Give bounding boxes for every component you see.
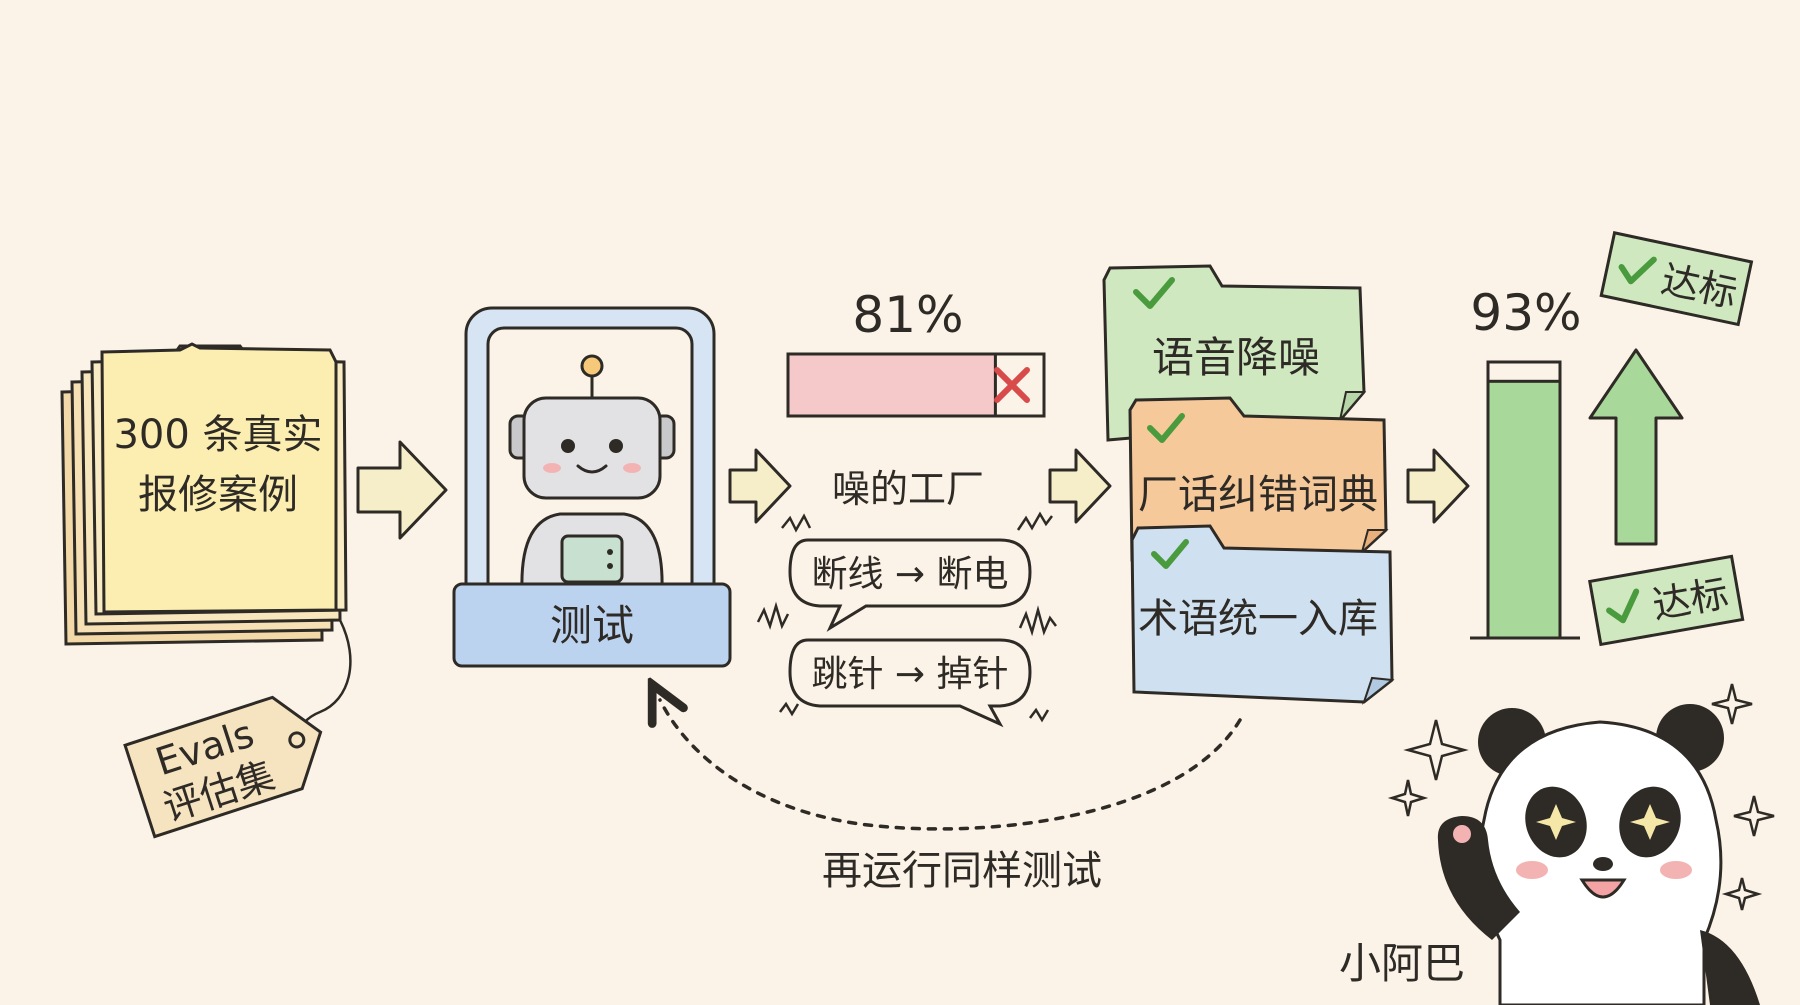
noise-squiggle-right-1 (1016, 511, 1053, 531)
robot-icon (508, 354, 676, 592)
dataset-label-line2: 报修案例 (138, 472, 298, 518)
test-station: 测试 (452, 306, 732, 668)
sparkle-icon (1403, 719, 1469, 781)
fail-x-icon (994, 367, 1030, 403)
check-icon (1147, 413, 1185, 443)
fix-label-2: 厂话纠错词典 (1138, 472, 1378, 518)
noise-squiggle-left-3 (779, 701, 800, 717)
noise-squiggle-right-2 (1018, 605, 1057, 637)
flow-arrow-1 (356, 440, 448, 540)
dataset-label-line1: 300 条真实 (113, 412, 322, 458)
star-eye-right (1630, 804, 1670, 840)
check-icon (1606, 588, 1640, 624)
flow-arrow-3 (1048, 448, 1112, 524)
fix-label-1: 语音降噪 (1152, 333, 1320, 382)
noise-squiggle-left-1 (781, 513, 812, 533)
panda-mascot-icon (1437, 704, 1760, 1005)
flow-arrow-4 (1406, 448, 1470, 524)
fix-folder-3: 术语统一入库 (1130, 524, 1395, 705)
sparkle-icon (1387, 779, 1429, 817)
confusion-1-text: 断线 → 断电 (811, 554, 1008, 595)
check-icon (1151, 539, 1189, 569)
pass-badge-bottom: 达标 (1588, 554, 1745, 647)
improvement-up-arrow (1588, 348, 1684, 546)
sparkle-icon (1711, 683, 1753, 725)
sparkle-icon (1733, 795, 1775, 837)
sparkle-icon (1721, 877, 1763, 911)
check-icon (1618, 256, 1657, 285)
confusion-2-text: 跳针 → 掉针 (811, 654, 1008, 695)
mascot-name: 小阿巴 (1339, 939, 1465, 988)
first-result-bar-fill (786, 352, 997, 418)
fix-folder-2: 厂话纠错词典 (1128, 396, 1389, 562)
evals-tag: Evals 评估集 (123, 695, 323, 839)
noise-squiggle-right-3 (1029, 707, 1050, 723)
noise-squiggle-left-2 (756, 601, 790, 630)
fix-folder-1: 语音降噪 (1102, 264, 1367, 442)
final-result: 93% (1470, 284, 1684, 640)
dataset-folder-front (100, 342, 338, 614)
first-result-score: 81% (852, 286, 963, 344)
test-station-label: 测试 (550, 601, 634, 650)
dataset-folder-stack: 300 条真实 报修案例 (60, 342, 348, 646)
confusion-bubble-1 (788, 538, 1032, 632)
check-icon (1133, 277, 1175, 309)
final-result-bar-fill (1486, 379, 1562, 640)
fix-label-3: 术语统一入库 (1138, 596, 1378, 642)
star-eye-left (1536, 804, 1576, 840)
rerun-loop-arrow (660, 700, 1242, 831)
final-result-score: 93% (1470, 284, 1581, 342)
noise-section: 噪的工厂 断线 → 断电 跳针 → 掉针 (756, 467, 1057, 728)
first-result: 81% (786, 286, 1046, 418)
pass-badge-top: 达标 (1599, 231, 1754, 327)
rerun-loop-label: 再运行同样测试 (822, 848, 1102, 894)
flow-arrow-2 (728, 448, 792, 524)
confusion-bubble-2 (788, 638, 1032, 728)
noise-title: 噪的工厂 (832, 467, 984, 511)
